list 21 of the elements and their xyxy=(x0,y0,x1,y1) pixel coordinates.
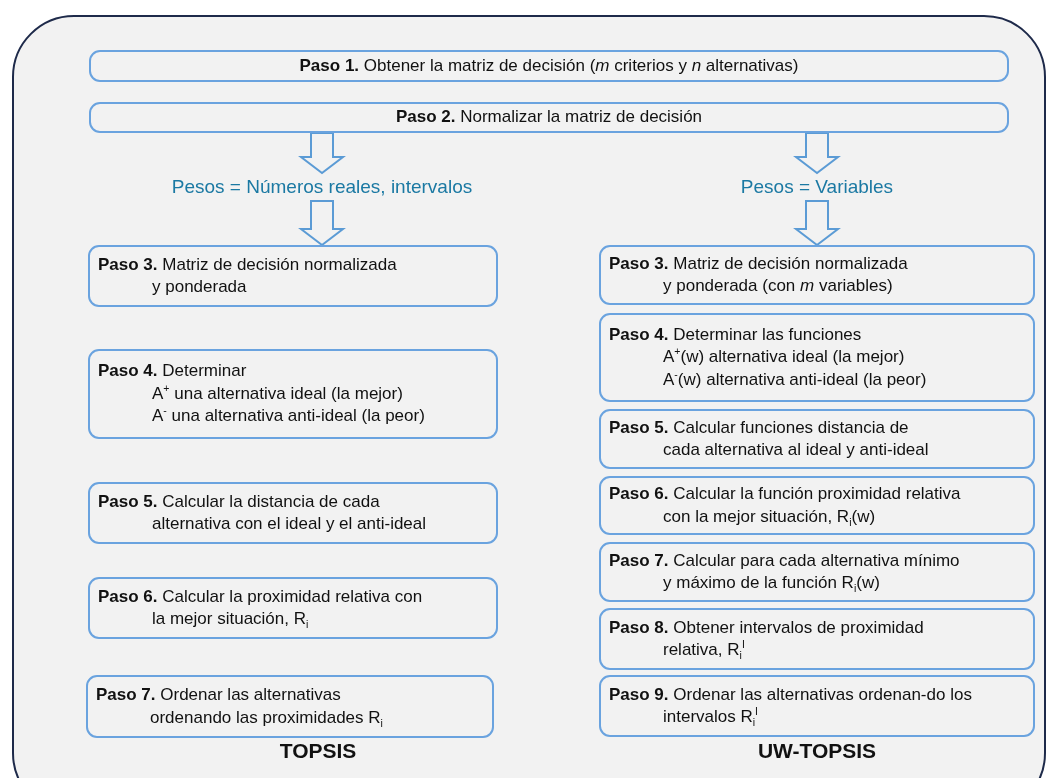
step-box: Paso 6. Calcular la proximidad relativa con la mejor situación, R$_{i}$ xyxy=(88,577,498,639)
step-box: Paso 7. Ordenar las alternativas ordenando las proximidades R$_{i}$ xyxy=(86,675,494,738)
rounded-panel xyxy=(12,15,1046,778)
step-box: Paso 4. Determinar A$^{+}$ una alternativa ideal (la mejor) A$^{-}$ una alternativa anti-ideal (la peor) xyxy=(88,349,498,439)
step-box: Paso 6. Calcular la función proximidad relativa con la mejor situación, R$_{i}$(w) xyxy=(599,476,1035,535)
step-box: Paso 3. Matriz de decisión normalizada y ponderada (con m variables) xyxy=(599,245,1035,305)
block-arrow xyxy=(793,132,841,175)
step-box: Paso 3. Matriz de decisión normalizada y ponderada xyxy=(88,245,498,307)
step-box: Paso 5. Calcular la distancia de cada alternativa con el ideal y el anti-ideal xyxy=(88,482,498,544)
weights-label: Pesos = Números reales, intervalos xyxy=(171,176,473,198)
step-box: Paso 4. Determinar las funciones A$^{+}$(w) alternativa ideal (la mejor) A$^{-}$(w) alternativa anti-ideal (la peor) xyxy=(599,313,1035,402)
block-arrow xyxy=(298,200,346,247)
weights-label: Pesos = Variables xyxy=(740,176,894,198)
step-box: Paso 7. Calcular para cada alternativa mínimo y máximo de la función R$_{i}$(w) xyxy=(599,542,1035,602)
method-title: TOPSIS xyxy=(279,739,357,763)
method-title: UW-TOPSIS xyxy=(757,739,877,763)
step-box: Paso 1. Obtener la matriz de decisión (m criterios y n alternativas) xyxy=(89,50,1009,82)
block-arrow xyxy=(298,132,346,175)
step-box: Paso 5. Calcular funciones distancia de cada alternativa al ideal y anti-ideal xyxy=(599,409,1035,469)
step-box: Paso 2. Normalizar la matriz de decisión xyxy=(89,102,1009,133)
block-arrow xyxy=(793,200,841,247)
